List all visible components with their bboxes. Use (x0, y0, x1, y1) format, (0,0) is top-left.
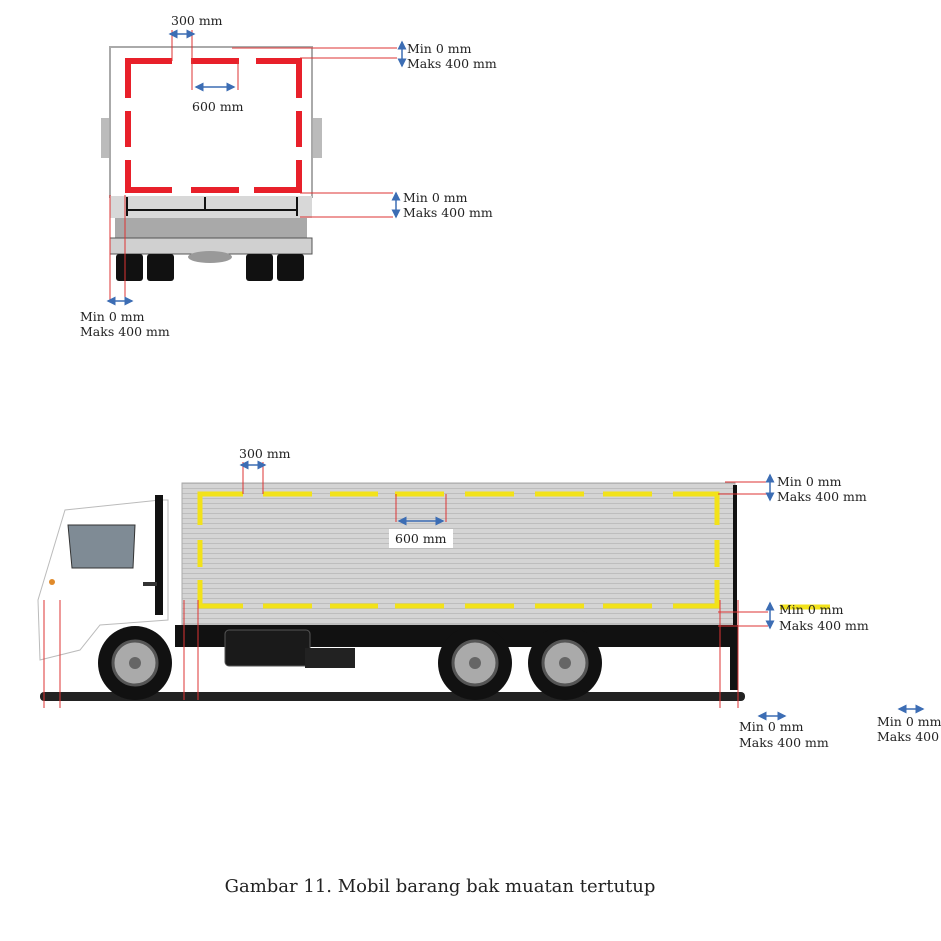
rear-top-max-label: Maks 400 mm (407, 56, 497, 71)
side-top-max-label: Maks 400 mm (777, 489, 867, 504)
wheel (528, 626, 602, 700)
figure-caption: Gambar 11. Mobil barang bak muatan tertu… (224, 876, 656, 897)
rear-red-markings (125, 58, 302, 193)
side-front-min-label: Min 0 mm (877, 714, 941, 729)
side-bottom-min-label: Min 0 mm (779, 602, 844, 617)
side-view-truck (37, 482, 745, 701)
side-yellow-markings (197, 491, 830, 610)
side-top-min-label: Min 0 mm (777, 474, 842, 489)
side-spacing-label: 300 mm (239, 446, 291, 461)
wheel (98, 626, 172, 700)
rear-bottom-min-label: Min 0 mm (403, 190, 468, 205)
side-rear-min-label: Min 0 mm (739, 719, 804, 734)
wheel (438, 626, 512, 700)
rear-length-label: 600 mm (186, 97, 250, 116)
side-bottom-max-label: Maks 400 mm (779, 618, 869, 633)
rear-side-max-label: Maks 400 mm (80, 324, 170, 339)
side-rear-max-label: Maks 400 mm (739, 735, 829, 750)
rear-view-truck (101, 46, 322, 281)
side-length-label: 600 mm (389, 529, 453, 548)
rear-spacing-label: 300 mm (171, 13, 223, 28)
rear-top-min-label: Min 0 mm (407, 41, 472, 56)
rear-side-min-label: Min 0 mm (80, 309, 145, 324)
side-front-max-label: Maks 400 (877, 729, 940, 744)
side-arrows (239, 460, 925, 721)
rear-arrows (106, 29, 407, 306)
rear-dimension-lines (109, 30, 397, 300)
rear-bottom-max-label: Maks 400 mm (403, 205, 493, 220)
